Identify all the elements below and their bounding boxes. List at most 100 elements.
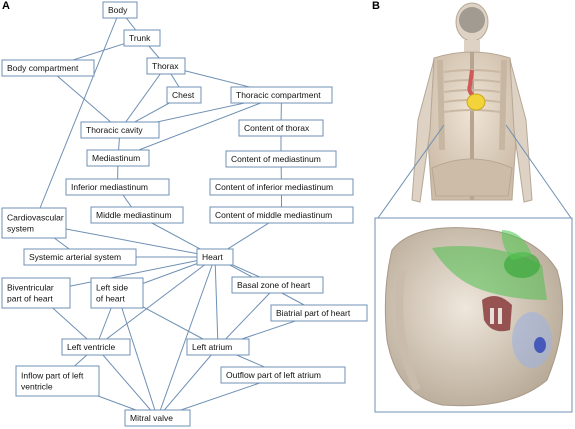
- node-leftatrium: Left atrium: [186, 338, 250, 356]
- node-label: Inferior mediastinum: [71, 182, 148, 192]
- node-label: Cardiovascular: [7, 213, 64, 223]
- panel-label-a: A: [2, 0, 10, 12]
- node-box: [209, 206, 354, 224]
- edge-leftside-mitral: [116, 292, 158, 419]
- anatomy-figure: [374, 2, 573, 413]
- node-mediastinum: Mediastinum: [86, 149, 150, 167]
- node-label: of heart: [96, 294, 125, 304]
- node-infmed: Inferior mediastinum: [65, 178, 170, 196]
- node-label: Heart: [202, 252, 223, 262]
- panel-label-b: B: [372, 0, 380, 12]
- node-box: [123, 29, 161, 47]
- node-label: Content of mediastinum: [231, 154, 321, 164]
- node-label: Biventricular: [7, 283, 54, 293]
- node-box: [209, 178, 354, 196]
- node-box: [1, 277, 71, 309]
- node-sysart: Systemic arterial system: [23, 248, 137, 266]
- node-label: Thoracic compartment: [236, 90, 321, 100]
- edge-heart-leftatrium: [214, 256, 219, 348]
- node-box: [90, 206, 184, 224]
- node-box: [166, 86, 202, 104]
- node-label: Biatrial part of heart: [276, 308, 351, 318]
- node-leftvent: Left ventricle: [61, 338, 131, 356]
- node-label: Inflow part of left: [21, 371, 84, 381]
- node-bodycomp: Body compartment: [1, 59, 95, 77]
- node-contentmed: Content of mediastinum: [225, 150, 337, 168]
- edge-thorax-thoraciccav: [119, 65, 167, 131]
- node-label: Content of thorax: [244, 123, 310, 133]
- node-label: Mitral valve: [130, 413, 173, 423]
- node-box: [15, 365, 100, 397]
- node-midmed: Middle mediastinum: [90, 206, 184, 224]
- node-box: [1, 59, 95, 77]
- node-box: [230, 86, 333, 104]
- node-biatrial: Biatrial part of heart: [270, 304, 368, 322]
- node-label: ventricle: [21, 382, 53, 392]
- node-box: [86, 149, 150, 167]
- node-label: Chest: [172, 90, 195, 100]
- node-mitral: Mitral valve: [124, 409, 191, 427]
- node-label: Content of inferior mediastinum: [215, 182, 333, 192]
- node-box: [61, 338, 131, 356]
- node-box: [196, 248, 234, 266]
- node-chest: Chest: [166, 86, 202, 104]
- node-basal: Basal zone of heart: [231, 276, 324, 294]
- heart-detail-frame: [374, 217, 573, 413]
- edge-thoraciccomp-mediastinum: [117, 94, 282, 159]
- node-label: Trunk: [129, 33, 151, 43]
- node-box: [225, 150, 337, 168]
- node-box: [238, 119, 324, 137]
- node-box: [146, 57, 186, 75]
- edge-heart-leftvent: [95, 256, 216, 348]
- edge-bodycomp-thoraciccav: [47, 67, 121, 131]
- node-label: Content of middle mediastinum: [215, 210, 332, 220]
- node-box: [90, 277, 144, 309]
- node-box: [124, 409, 191, 427]
- node-box: [186, 338, 250, 356]
- node-contentthorax: Content of thorax: [238, 119, 324, 137]
- node-box: [231, 276, 324, 294]
- edge-leftatrium-mitral: [157, 346, 219, 419]
- node-thoraciccomp: Thoracic compartment: [230, 86, 333, 104]
- node-thorax: Thorax: [146, 57, 186, 75]
- zoom-lines: [377, 124, 572, 219]
- node-box: [23, 248, 137, 266]
- node-label: Basal zone of heart: [237, 280, 311, 290]
- node-label: Outflow part of left atrium: [226, 370, 321, 380]
- edge-basal-leftatrium: [217, 284, 278, 348]
- node-box: [102, 1, 138, 19]
- node-label: Left ventricle: [67, 342, 115, 352]
- node-label: Left atrium: [192, 342, 232, 352]
- node-label: Body: [108, 5, 128, 15]
- node-label: Middle mediastinum: [96, 210, 172, 220]
- node-label: system: [7, 224, 34, 234]
- node-contentinfmed: Content of inferior mediastinum: [209, 178, 354, 196]
- node-body: Body: [102, 1, 138, 19]
- body-figure: [411, 2, 533, 203]
- node-outflow: Outflow part of left atrium: [220, 366, 346, 384]
- edge-heart-mitral: [157, 256, 216, 419]
- node-label: Systemic arterial system: [29, 252, 121, 262]
- node-label: Thorax: [152, 61, 179, 71]
- node-label: Body compartment: [7, 63, 79, 73]
- node-label: Thoracic cavity: [86, 125, 143, 135]
- node-box: [80, 121, 160, 139]
- node-heart: Heart: [196, 248, 234, 266]
- node-contentmidmed: Content of middle mediastinum: [209, 206, 354, 224]
- node-label: Left side: [96, 283, 128, 293]
- node-box: [65, 178, 170, 196]
- node-thoraciccav: Thoracic cavity: [80, 121, 160, 139]
- node-trunk: Trunk: [123, 29, 161, 47]
- edge-leftvent-mitral: [95, 346, 158, 419]
- node-label: part of heart: [7, 294, 53, 304]
- node-box: [220, 366, 346, 384]
- node-box: [270, 304, 368, 322]
- node-label: Mediastinum: [92, 153, 140, 163]
- node-box: [1, 207, 67, 239]
